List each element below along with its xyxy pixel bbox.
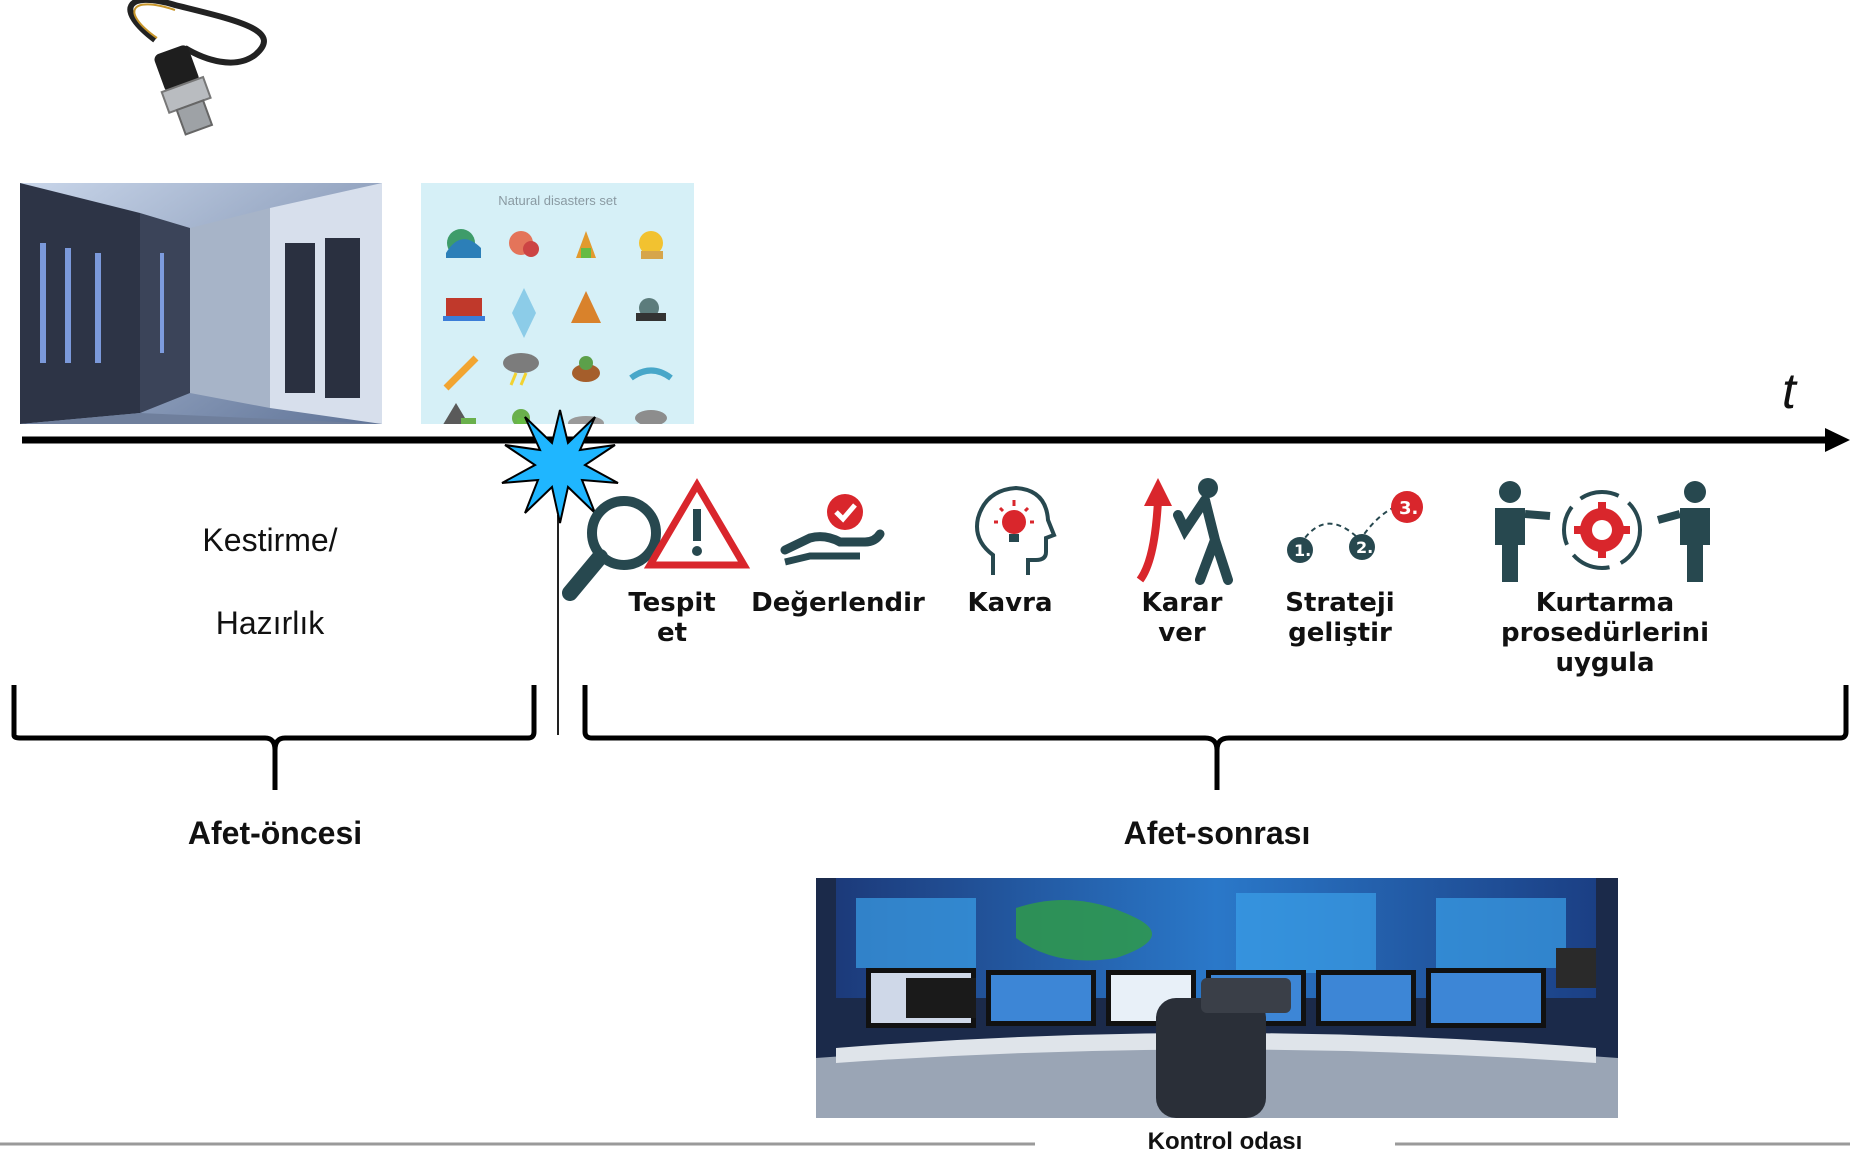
pre-disaster-brace [11,685,537,790]
step-label-strategy: Strateji geliştir [1285,588,1395,648]
control-room-photo [816,878,1618,1118]
control-room-caption: Kontrol odası [1147,1128,1303,1155]
step-label-recovery: Kurtarma prosedürlerini uygula [1500,588,1710,678]
disaster-burst-icon [501,409,619,524]
pre-disaster-title: Afet-öncesi [187,815,363,851]
server-room-photo [20,183,382,424]
step-label-evaluate: Değerlendir [751,588,925,618]
step-label-detect: Tespit et [628,588,716,648]
svg-text:3.: 3. [1399,498,1418,519]
steps-path-icon: 1. 2. 3. [1287,491,1423,563]
post-disaster-title: Afet-sonrası [1123,815,1311,851]
time-axis-arrowhead [1825,428,1850,452]
step-label-comprehend: Kavra [967,588,1053,618]
disaster-icons-grid [443,229,673,424]
svg-text:2.: 2. [1356,538,1373,557]
person-push-arrow-icon [1136,478,1233,585]
people-gear-icon [1495,481,1710,582]
magnifier-warning-icon [562,478,751,601]
disasters-card-caption: Natural disasters set [498,193,617,208]
forecast-label: Kestirme/ [202,522,338,558]
head-idea-icon [975,485,1057,575]
post-disaster-brace [582,685,1849,790]
preparation-label: Hazırlık [215,605,325,641]
natural-disasters-card: Natural disasters set [421,183,694,424]
hand-check-icon [780,494,885,566]
time-axis-label: t [1782,363,1796,419]
svg-text:1.: 1. [1294,541,1311,560]
step-label-decide: Karar ver [1141,588,1223,648]
pressure-sensor-image [127,0,267,136]
